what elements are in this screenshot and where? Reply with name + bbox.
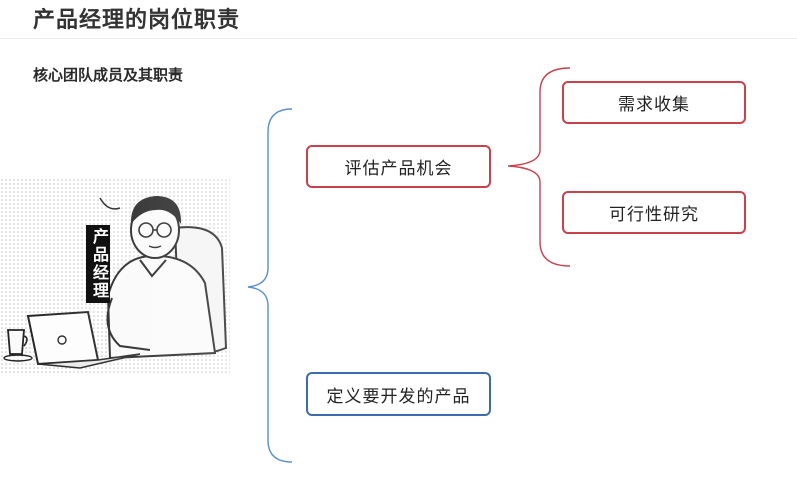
sub-bracket	[507, 67, 571, 267]
node-feasibility-study[interactable]: 可行性研究	[562, 191, 746, 234]
product-manager-illustration	[0, 178, 230, 374]
node-evaluate-opportunity[interactable]: 评估产品机会	[306, 145, 491, 188]
product-manager-label: 产品经理	[86, 225, 110, 303]
main-bracket	[247, 108, 293, 463]
node-requirements-gathering[interactable]: 需求收集	[562, 81, 746, 124]
node-define-product[interactable]: 定义要开发的产品	[306, 372, 491, 416]
page-title: 产品经理的岗位职责	[33, 8, 241, 33]
title-divider	[0, 38, 797, 39]
section-subtitle: 核心团队成员及其职责	[33, 66, 184, 84]
